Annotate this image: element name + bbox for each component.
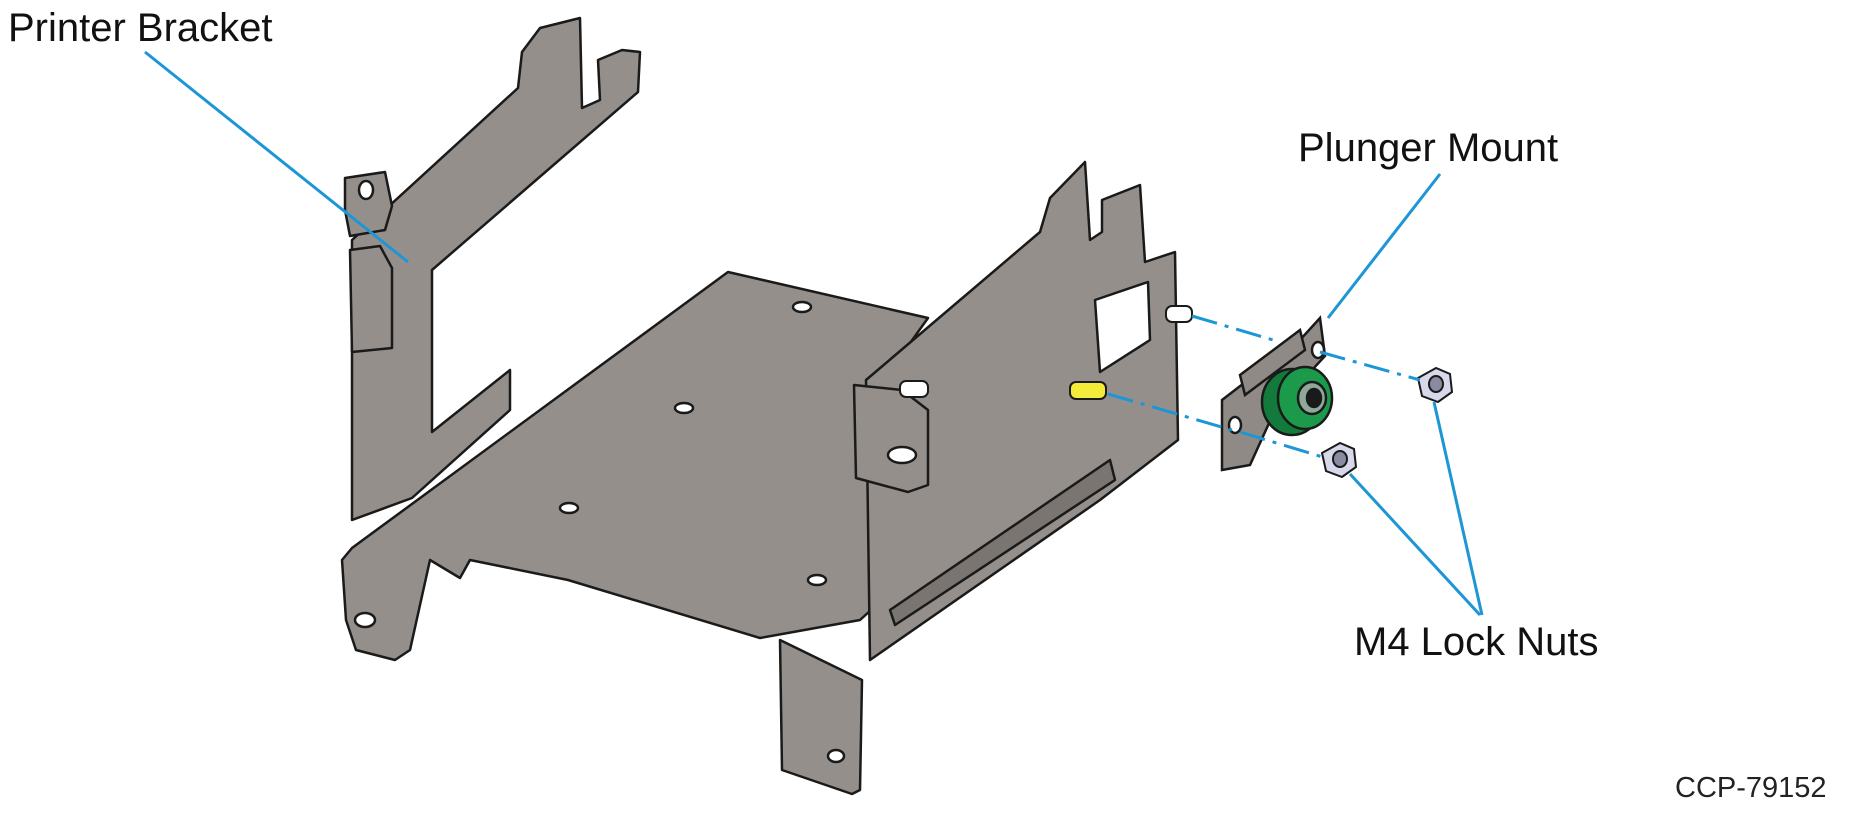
lock-nut-lower	[1320, 441, 1358, 479]
lock-nut-upper	[1416, 366, 1454, 404]
standoff-yellow	[1069, 381, 1107, 400]
assembly-centerlines	[1107, 314, 1421, 460]
leader-printer-bracket	[144, 50, 409, 264]
figure-code: CCP-79152	[1675, 772, 1827, 804]
standoff-white	[899, 305, 1193, 398]
bracket-right-flange	[852, 383, 930, 494]
label-plunger-mount: Plunger Mount	[1298, 126, 1559, 170]
label-lock-nuts: M4 Lock Nuts	[1354, 620, 1599, 664]
label-printer-bracket: Printer Bracket	[8, 6, 273, 50]
callout-leaders	[144, 50, 1484, 617]
leader-plunger-mount	[1326, 173, 1442, 319]
bracket-left-wall	[343, 16, 642, 522]
plunger-green	[1260, 365, 1334, 437]
bracket-front-tab	[778, 638, 864, 796]
leader-nut-upper	[1432, 401, 1484, 616]
leader-nut-lower	[1348, 472, 1482, 617]
bracket-right-wall	[864, 160, 1180, 662]
